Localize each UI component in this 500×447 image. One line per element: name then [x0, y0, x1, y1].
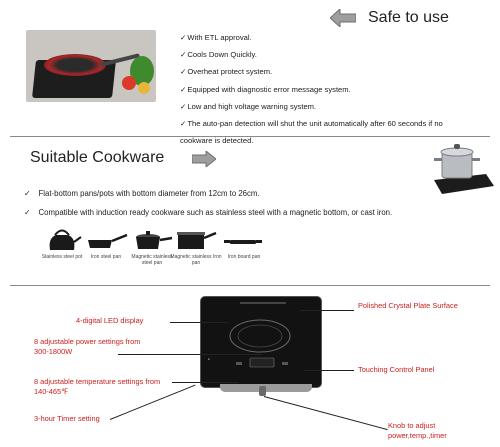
safety-item: ✓The auto-pan detection will shut the un… [180, 119, 443, 129]
arrow-left-icon [330, 9, 356, 27]
arrow-right-icon [192, 151, 216, 167]
section-divider [10, 136, 490, 137]
safety-item-continuation: cookware is detected. [180, 136, 254, 146]
cookware-type-iron-board-pan: Iron board pan [218, 226, 270, 260]
safety-item: ✓Equipped with diagnostic error message … [180, 84, 351, 94]
cooktop-with-pan-photo [26, 30, 156, 102]
callout-line [263, 396, 388, 431]
safety-feature-list: ✓With ETL approval. ✓Cools Down Quickly.… [180, 29, 495, 149]
callout-temperature-settings: 8 adjustable temperature settings from 1… [34, 377, 161, 396]
callout-led-display: 4-digital LED display [76, 316, 144, 325]
cookware-type-magnetic-stainless-pan: Magnetic stainless steel pan [126, 226, 178, 266]
cookware-type-stainless-pot: Stainless steel pot [36, 226, 88, 260]
cookware-requirement-list: ✓Flat-bottom pans/pots with bottom diame… [24, 184, 444, 222]
callout-line [118, 354, 262, 355]
safety-item: ✓With ETL approval. [180, 33, 252, 42]
safety-item: ✓Low and high voltage warning system. [180, 101, 317, 111]
saucepan-icon [136, 231, 173, 249]
cookware-type-iron-steel-pan: Iron steel pan [80, 226, 132, 260]
pot-on-cooktop-photo [434, 144, 494, 194]
griddle-icon [224, 240, 262, 244]
callout-timer-setting: 3-hour Timer setting [34, 414, 100, 423]
callout-line [300, 310, 354, 311]
cookware-type-magnetic-iron-pan: Magnetic stainless Iron pan [170, 226, 222, 266]
callout-line [170, 322, 228, 323]
cookware-item: ✓Flat-bottom pans/pots with bottom diame… [24, 189, 260, 198]
cookware-item: ✓Compatible with induction ready cookwar… [24, 208, 393, 217]
callout-line [172, 382, 238, 383]
section-divider [10, 285, 490, 286]
callout-line [304, 370, 354, 371]
safety-section: Safe to use ✓With ETL approval. ✓Cools D… [0, 0, 500, 145]
control-knob [259, 386, 266, 396]
callout-crystal-surface: Polished Crystal Plate Surface [358, 301, 458, 310]
safety-title: Safe to use [368, 9, 449, 26]
callout-touch-control: Touching Control Panel [358, 365, 435, 374]
pot-icon [177, 231, 217, 249]
kettle-icon [49, 229, 82, 250]
safety-item: ✓Cools Down Quickly. [180, 50, 257, 60]
induction-cooktop [200, 296, 322, 388]
cooktop-base [220, 384, 312, 392]
svg-text:■: ■ [208, 357, 210, 361]
cooktop-surface: ■ [208, 302, 291, 368]
callout-knob: Knob to adjust power,temp.,timer [388, 421, 447, 440]
callout-power-settings: 8 adjustable power settings from 300-180… [34, 337, 141, 356]
cookware-title: Suitable Cookware [30, 149, 165, 166]
safety-item: ✓Overheat protect system. [180, 67, 273, 77]
frying-pan-icon [88, 233, 128, 248]
